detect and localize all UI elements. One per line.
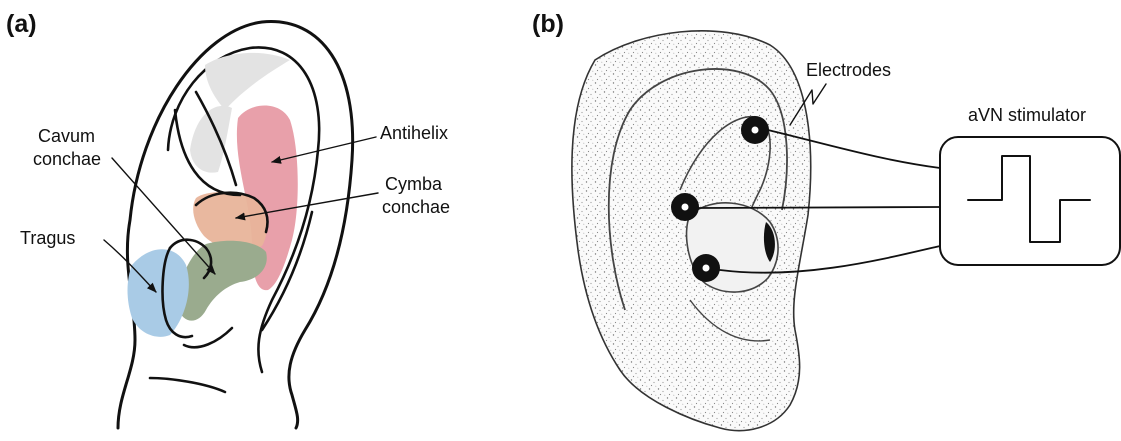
electrode-middle [671, 193, 699, 221]
cavum-label-line2: conchae [33, 149, 101, 169]
annotation-cavum-conchae: Cavum conchae [33, 126, 215, 274]
annotation-antihelix: Antihelix [272, 123, 448, 162]
tragus-region [128, 249, 189, 337]
panel-a-label: (a) [6, 10, 37, 38]
fossa-shadow [190, 106, 232, 173]
stimulator-label: aVN stimulator [968, 105, 1086, 125]
electrode-upper [741, 116, 769, 144]
ear-drawing-b [572, 31, 811, 431]
antihelix-label: Antihelix [380, 123, 448, 143]
panel-a: (a) Cavum [6, 10, 450, 428]
tragus-label: Tragus [20, 228, 75, 248]
cavum-conchae-region [178, 241, 267, 321]
cymba-label-line2: conchae [382, 197, 450, 217]
panel-b-label: (b) [532, 10, 564, 38]
helix-shadow [205, 53, 290, 110]
electrodes-label: Electrodes [806, 60, 891, 80]
cymba-label-line1: Cymba [385, 174, 443, 194]
lead-middle [698, 207, 940, 208]
electrode-lower [692, 254, 720, 282]
panel-b: (b) Electrodes [532, 10, 1120, 431]
cavum-label-line1: Cavum [38, 126, 95, 146]
